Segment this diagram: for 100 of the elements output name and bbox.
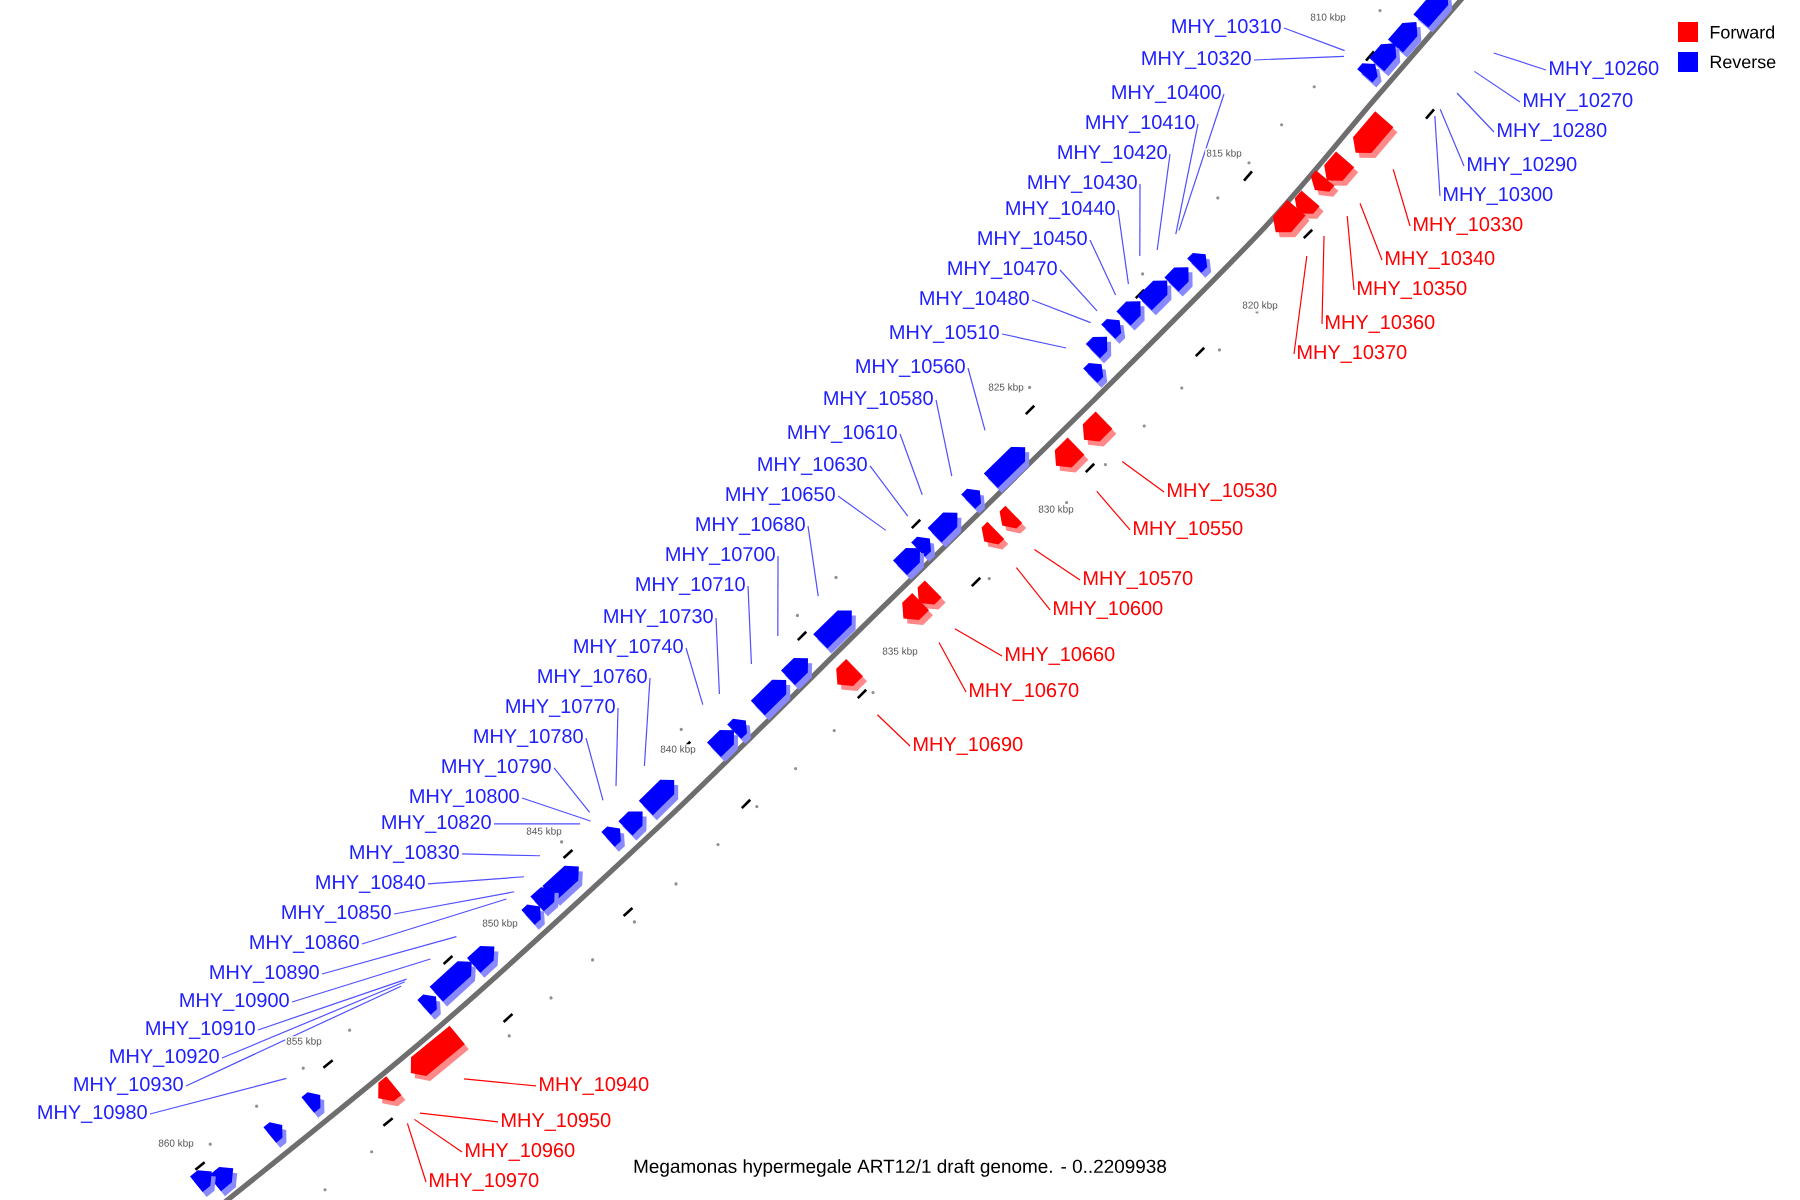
gene-label: MHY_10910 bbox=[146, 1021, 255, 1039]
gene-label: MHY_10790 bbox=[442, 759, 551, 777]
gene-label: MHY_10440 bbox=[1006, 201, 1115, 219]
leader-line bbox=[185, 985, 402, 1087]
legend-label: Reverse bbox=[1710, 55, 1776, 69]
leader-line bbox=[427, 876, 525, 885]
gene-label: MHY_10940 bbox=[540, 1077, 649, 1095]
gene-label: MHY_10340 bbox=[1386, 251, 1495, 269]
leader-line bbox=[1175, 123, 1199, 235]
gene-label: MHY_10600 bbox=[1054, 601, 1163, 619]
gene-label: MHY_10960 bbox=[466, 1143, 575, 1161]
leader-line bbox=[876, 714, 911, 747]
leader-line bbox=[1096, 490, 1131, 531]
gene-label: MHY_10370 bbox=[1298, 345, 1407, 363]
leader-line bbox=[615, 707, 619, 787]
leader-line bbox=[1359, 202, 1383, 261]
gene-label: MHY_10850 bbox=[282, 905, 391, 923]
gene-label: MHY_10570 bbox=[1084, 571, 1193, 589]
gene-label: MHY_10860 bbox=[250, 935, 359, 953]
gene-label: MHY_10280 bbox=[1498, 123, 1607, 141]
gene-label: MHY_10400 bbox=[1112, 85, 1221, 103]
leader-line bbox=[585, 737, 604, 801]
leader-line bbox=[837, 495, 887, 531]
leader-line bbox=[1473, 70, 1521, 103]
leader-line bbox=[1321, 235, 1325, 325]
leader-line bbox=[1031, 299, 1092, 324]
gene-label: MHY_10980 bbox=[38, 1105, 147, 1123]
leader-line bbox=[406, 1122, 427, 1183]
gene-label: MHY_10270 bbox=[1524, 93, 1633, 111]
leader-line bbox=[1456, 92, 1495, 133]
gene-label: MHY_10330 bbox=[1414, 217, 1523, 235]
gene-label: MHY_10970 bbox=[430, 1173, 539, 1191]
gene-label: MHY_10800 bbox=[410, 789, 519, 807]
gene-label: MHY_10930 bbox=[74, 1077, 183, 1095]
leader-line bbox=[954, 628, 1003, 657]
gene-label: MHY_10360 bbox=[1326, 315, 1435, 333]
leader-line bbox=[1001, 333, 1067, 349]
gene-label: MHY_10830 bbox=[350, 845, 459, 863]
leader-line bbox=[643, 677, 651, 767]
leader-line bbox=[521, 797, 591, 822]
gene-label: MHY_10650 bbox=[726, 487, 835, 505]
leader-line bbox=[1139, 183, 1141, 257]
legend-label: Forward bbox=[1710, 25, 1774, 39]
gene-label: MHY_10680 bbox=[696, 517, 805, 535]
caption: Megamonas hypermegale ART12/1 draft genome. - 0..2209938 bbox=[634, 1159, 1167, 1177]
leader-line bbox=[1059, 269, 1098, 312]
gene-label: MHY_10510 bbox=[890, 325, 999, 343]
gene-label: MHY_10480 bbox=[920, 291, 1029, 309]
leader-line bbox=[553, 767, 591, 813]
gene-label: MHY_10560 bbox=[856, 359, 965, 377]
gene-label: MHY_10320 bbox=[1142, 51, 1251, 69]
leader-line bbox=[1015, 566, 1051, 611]
leader-line bbox=[1293, 255, 1308, 355]
leader-line bbox=[1117, 209, 1129, 285]
leader-line bbox=[291, 958, 431, 1003]
gene-label: MHY_10260 bbox=[1550, 61, 1659, 79]
leader-line bbox=[1439, 108, 1465, 167]
gene-label: MHY_10420 bbox=[1058, 145, 1167, 163]
gene-label: MHY_10350 bbox=[1358, 281, 1467, 299]
leader-line bbox=[419, 1112, 499, 1123]
leader-line bbox=[747, 585, 752, 665]
gene-label: MHY_10470 bbox=[948, 261, 1057, 279]
gene-label: MHY_10780 bbox=[474, 729, 583, 747]
leader-line bbox=[1434, 115, 1441, 197]
leader-line bbox=[149, 1077, 287, 1115]
gene-label: MHY_10920 bbox=[110, 1049, 219, 1067]
gene-label: MHY_10580 bbox=[824, 391, 933, 409]
gene-label: MHY_10710 bbox=[636, 577, 745, 595]
gene-label: MHY_10290 bbox=[1468, 157, 1577, 175]
leader-line bbox=[1392, 168, 1411, 227]
leader-line bbox=[413, 1118, 463, 1153]
gene-label: MHY_10630 bbox=[758, 457, 867, 475]
leader-line bbox=[1346, 215, 1355, 291]
leader-line bbox=[393, 891, 515, 915]
leader-line bbox=[1089, 239, 1117, 296]
gene-label: MHY_10550 bbox=[1134, 521, 1243, 539]
gene-label: MHY_10950 bbox=[502, 1113, 611, 1131]
gene-label: MHY_10890 bbox=[210, 965, 319, 983]
leader-line bbox=[935, 399, 953, 477]
gene-label: MHY_10690 bbox=[914, 737, 1023, 755]
gene-label: MHY_10410 bbox=[1086, 115, 1195, 133]
leader-line bbox=[869, 465, 909, 517]
leader-line bbox=[257, 978, 408, 1031]
leader-line bbox=[1178, 93, 1225, 231]
leader-line bbox=[493, 823, 581, 825]
gene-label: MHY_10840 bbox=[316, 875, 425, 893]
leader-line bbox=[967, 367, 986, 431]
leader-line bbox=[221, 981, 406, 1059]
leader-line bbox=[777, 555, 779, 637]
leader-line bbox=[938, 641, 967, 693]
leader-line bbox=[1253, 55, 1345, 61]
leader-line bbox=[1033, 548, 1081, 581]
leader-line bbox=[1156, 153, 1171, 251]
gene-label: MHY_10660 bbox=[1006, 647, 1115, 665]
leader-line bbox=[461, 853, 541, 857]
leader-line bbox=[361, 898, 507, 945]
gene-label: MHY_10310 bbox=[1172, 19, 1281, 37]
leader-line bbox=[715, 617, 720, 695]
gene-label: MHY_10820 bbox=[382, 815, 491, 833]
gene-label: MHY_10760 bbox=[538, 669, 647, 687]
